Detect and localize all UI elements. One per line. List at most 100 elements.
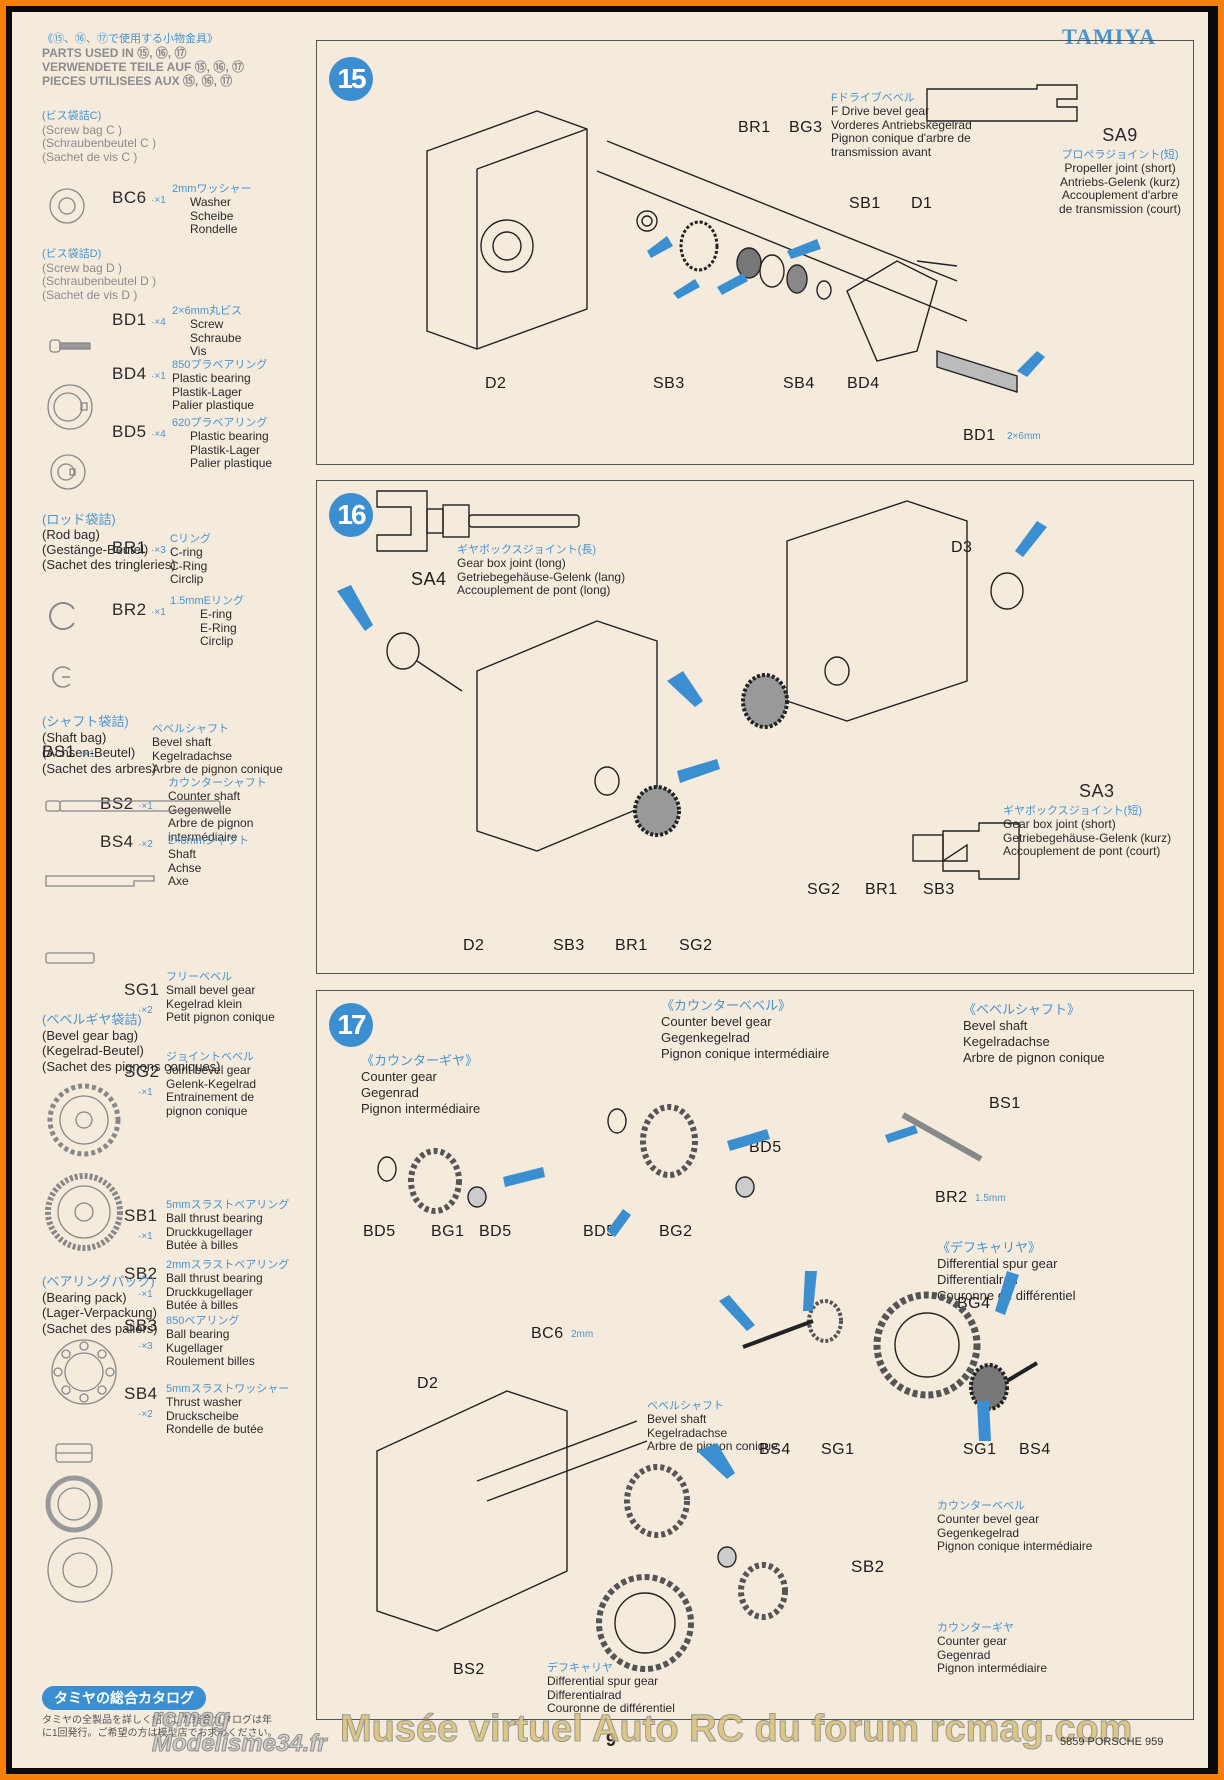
part-name-line: Shaft [168, 847, 197, 861]
grease-icon [647, 236, 673, 258]
part-name-line: Washer [190, 195, 231, 209]
bag-title-en: (Shaft bag) [42, 729, 107, 745]
part-quantity: ·×4 [151, 429, 166, 440]
part-label: SB3 [923, 881, 955, 898]
bevel-gear-icon [633, 785, 681, 837]
caption-line: Couronne de différentiel [547, 1701, 675, 1716]
part-name-line: Arbre de pignon conique [152, 762, 283, 777]
part-label: BD5 [583, 1223, 616, 1240]
part-quantity: ·×1 [80, 749, 95, 760]
catalog-line: に1回発行。ご希望の方は模型店でお求めください。 [42, 1728, 278, 1739]
grease-icon [503, 1167, 545, 1187]
part-label: SB3 [553, 937, 585, 954]
part-label: BD1 [963, 427, 996, 444]
part-code: SB1 [124, 1206, 158, 1225]
part-name-line: Plastik-Lager [172, 384, 243, 399]
parts-icons [45, 188, 221, 1603]
part-label: D2 [463, 937, 485, 954]
part-quantity: ·×4 [151, 317, 166, 328]
small-thrust-bearing-icon [55, 1443, 93, 1463]
gearbox-housing-icon [426, 110, 588, 350]
part-label: BD5 [479, 1223, 512, 1240]
caption-line: Differentialrad [547, 1687, 622, 1702]
part-code: BD1 [112, 310, 147, 329]
grease-applicator-icons [503, 1125, 1019, 1479]
part-label: BG1 [431, 1223, 465, 1240]
bag-title-jp: (ビス袋詰D) [42, 248, 102, 260]
caption-line: Getriebegehäuse-Gelenk (lang) [457, 569, 626, 584]
part-name-line: Bevel shaft [152, 735, 212, 749]
caption-jp: 《カウンターベベル》 [661, 998, 792, 1013]
part-label: SG2 [807, 881, 841, 898]
gearbox-joint-diagram [337, 490, 1047, 880]
counter-gear-caption: 《カウンターギヤ》 Counter gear Gegenrad Pignon i… [361, 1053, 480, 1117]
counter-gear-icon [738, 1562, 788, 1620]
gearbox-cover-icon [846, 260, 938, 362]
part-name-line: Kegelrad klein [166, 996, 243, 1011]
grease-icon [337, 585, 373, 631]
step-17-panel: 17 《カウンターギヤ》 Counter gear Gegenrad Pigno… [316, 990, 1194, 1720]
part-quantity: ·×1 [138, 1087, 153, 1098]
step-number-badge: 15 [329, 57, 373, 101]
part-name-line: Plastik-Lager [190, 442, 261, 457]
watermark-text: Musée virtuel Auto RC du forum rcmag.com [339, 1708, 1133, 1751]
part-name-line: Palier plastique [190, 456, 273, 471]
caption-line: F Drive bevel gear [831, 104, 930, 118]
c-ring-icon [49, 602, 75, 630]
gear-box-joint-short-icon [942, 822, 1020, 880]
part-jp-name: ベベルシャフト [152, 723, 229, 735]
grease-icon [719, 1295, 755, 1331]
part-label: SG2 [679, 937, 713, 954]
thrust-washer-icon [47, 1537, 113, 1603]
washer-icon [736, 247, 762, 279]
part-name-line: Butée à billes [166, 1298, 239, 1313]
gear-box-joint-long-icon [376, 490, 428, 552]
bag-title-de: (Kegelrad-Beutel) [42, 1043, 144, 1058]
bevel-gear-icon [679, 220, 719, 272]
part-jp-name: 850ベアリング [166, 1315, 240, 1327]
caption-line: Pignon conique intermédiaire [661, 1046, 830, 1061]
part-name-line: Druckkugellager [166, 1284, 253, 1299]
caption-line: Counter bevel gear [661, 1014, 772, 1029]
counter-gear-icon [408, 1148, 462, 1214]
caption-line: Differential spur gear [547, 1674, 659, 1688]
part-quantity: ·×1 [138, 1231, 153, 1242]
shaft-icon [742, 1319, 814, 1349]
caption-line: Accouplement d'arbre [1061, 188, 1179, 203]
small-bevel-gear-icon [807, 1299, 843, 1343]
instruction-page: TAMIYA 《⑮、⑯、⑰で使用する小物金具》 PARTS USED IN ⑮,… [12, 12, 1208, 1768]
part-name-line: Roulement billes [166, 1354, 255, 1369]
joint-cup-icon [386, 632, 420, 670]
part-name-line: Arbre de pignon [168, 816, 254, 831]
grease-icon [677, 759, 720, 783]
size-note: 2×6mm [1007, 431, 1041, 442]
part-jp-name: 2mmスラストベアリング [166, 1259, 290, 1271]
propeller-joint-icon [936, 350, 1018, 393]
part-name-line: Counter shaft [168, 789, 241, 803]
caption-jp: カウンターベベル [937, 1500, 1025, 1512]
caption-jp: ギヤボックスジョイント(長) [457, 544, 596, 556]
caption-line: Accouplement de pont (long) [457, 583, 611, 598]
part-name-line: Circlip [170, 572, 204, 587]
part-code: SB3 [124, 1316, 158, 1335]
part-name-line: Plastic bearing [190, 429, 269, 443]
part-name-line: Plastic bearing [172, 371, 251, 385]
bearing-icon [824, 656, 850, 686]
caption-line: Pignon intermédiaire [361, 1101, 481, 1116]
part-name-line: pignon conique [166, 1103, 248, 1118]
shaft-icon [1005, 1361, 1039, 1383]
parts-header-en: PARTS USED IN ⑮, ⑯, ⑰ [42, 46, 187, 60]
differential-spur-gear-icon [596, 1574, 694, 1672]
diff-caption: 《デフキャリヤ》 Differential spur gear Differen… [937, 1237, 1076, 1304]
caption-line: Gear box joint (long) [457, 556, 566, 570]
bushing-icon [607, 1108, 627, 1134]
part-name-line: Achse [168, 860, 202, 875]
grease-icon [673, 279, 700, 299]
caption-line: Propeller joint (short) [1064, 161, 1176, 175]
caption-line: Gegenrad [937, 1647, 991, 1662]
caption-jp: デフキャリヤ [547, 1662, 613, 1674]
bushing-icon [717, 1546, 737, 1568]
part-name-line: Axe [168, 874, 189, 889]
bevel-gear-icon [741, 673, 789, 729]
caption-line: Counter gear [361, 1069, 437, 1084]
